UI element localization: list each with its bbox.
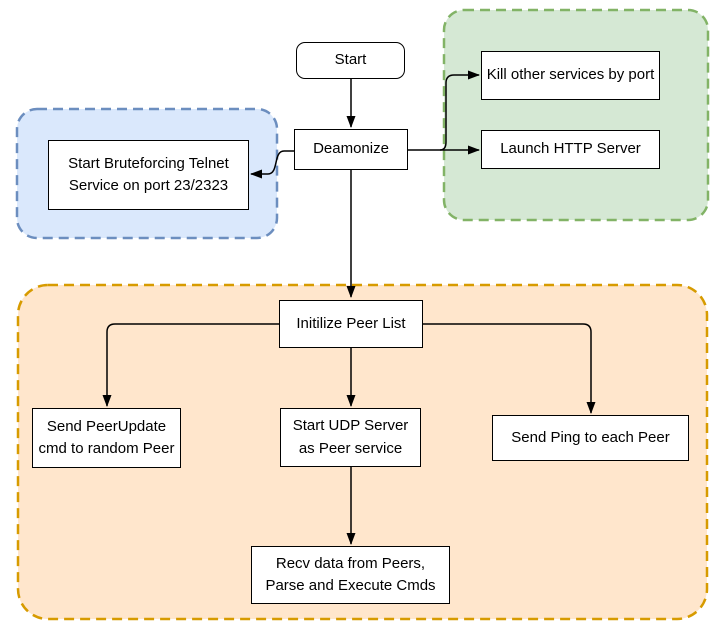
node-start-udp-server: Start UDP Server as Peer service xyxy=(280,408,421,467)
node-send-peer-update: Send PeerUpdate cmd to random Peer xyxy=(32,408,181,468)
node-launch-http-server: Launch HTTP Server xyxy=(481,130,660,169)
node-kill-services: Kill other services by port xyxy=(481,51,660,100)
node-send-ping: Send Ping to each Peer xyxy=(492,415,689,461)
arrow-init-peer-list-to-send-peer-update xyxy=(102,323,279,407)
node-deamonize: Deamonize xyxy=(294,129,408,170)
arrow-deamonize-to-bruteforce-telnet xyxy=(250,150,294,179)
arrow-init-peer-list-to-send-ping xyxy=(423,323,596,414)
node-bruteforce-telnet: Start Bruteforcing Telnet Service on por… xyxy=(48,140,249,210)
node-recv-data: Recv data from Peers, Parse and Execute … xyxy=(251,546,450,604)
services-group-container xyxy=(442,8,710,222)
node-start: Start xyxy=(296,42,405,79)
node-init-peer-list: Initilize Peer List xyxy=(279,300,423,348)
arrow-deamonize-to-kill-services xyxy=(439,70,480,151)
